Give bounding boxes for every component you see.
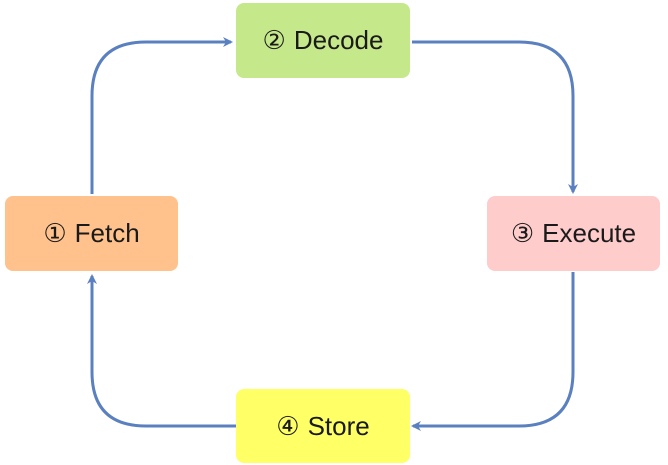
execute-node: ③ Execute: [487, 196, 660, 271]
fetch-number: ①: [43, 218, 67, 248]
decode-number: ②: [262, 25, 286, 55]
fetch-label: Fetch: [74, 218, 140, 248]
fetch-node: ① Fetch: [5, 196, 178, 271]
store-node: ④ Store: [236, 389, 410, 463]
decode-label: Decode: [293, 25, 384, 55]
store-number: ④: [276, 410, 300, 441]
execute-number: ③: [510, 218, 535, 248]
arrow-store-to-fetch: [87, 274, 236, 428]
arrow-decode-to-execute: [412, 40, 578, 194]
arrow-execute-to-store: [411, 272, 575, 431]
store-label: Store: [307, 410, 370, 441]
arrow-fetch-to-decode: [90, 37, 233, 194]
decode-node: ② Decode: [236, 3, 410, 78]
execute-label: Execute: [542, 218, 637, 248]
